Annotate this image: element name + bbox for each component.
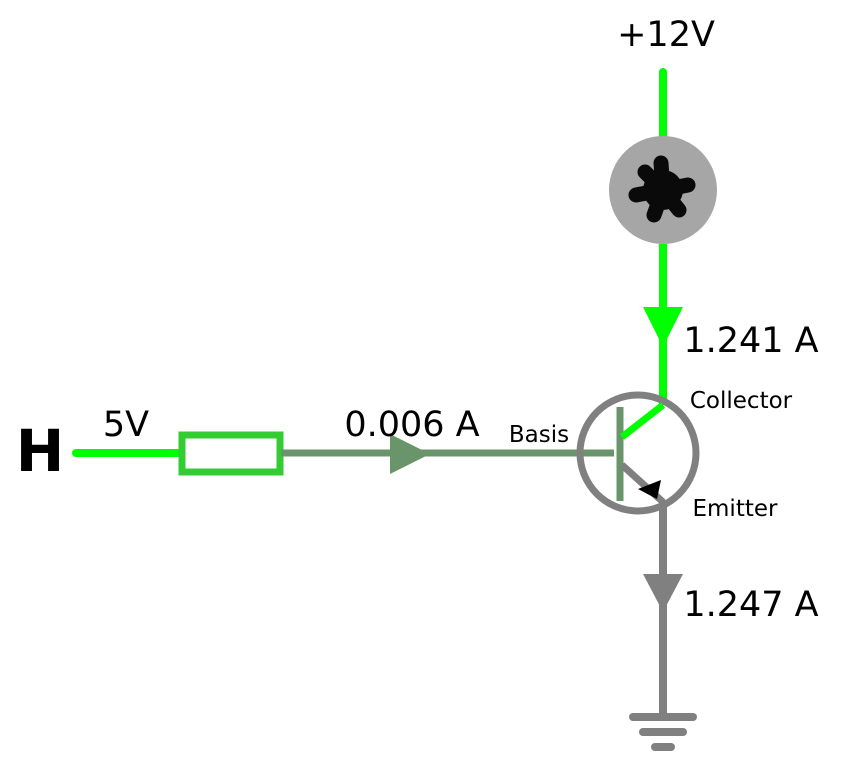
ground-icon: [629, 713, 697, 751]
emitter-current-arrow: [643, 574, 683, 612]
collector-current-arrow: [643, 307, 683, 347]
npn-transistor: [576, 391, 700, 515]
base-resistor: [178, 431, 284, 476]
emitter-current-label: 1.247 A: [683, 585, 818, 625]
emitter-arrow-icon: [638, 480, 661, 499]
transistor-collector-lead: [619, 402, 666, 440]
base-label: Basis: [509, 422, 569, 448]
collector-label: Collector: [690, 388, 793, 414]
input-voltage-label: 5V: [103, 405, 149, 445]
base-current-arrow: [390, 434, 430, 474]
collector-current-label: 1.241 A: [683, 321, 818, 361]
fan-icon: [609, 136, 717, 244]
base-current-label: 0.006 A: [344, 405, 479, 445]
supply-voltage-label: +12V: [617, 15, 715, 55]
emitter-label: Emitter: [693, 496, 779, 522]
input-logic-label: H: [16, 417, 65, 485]
